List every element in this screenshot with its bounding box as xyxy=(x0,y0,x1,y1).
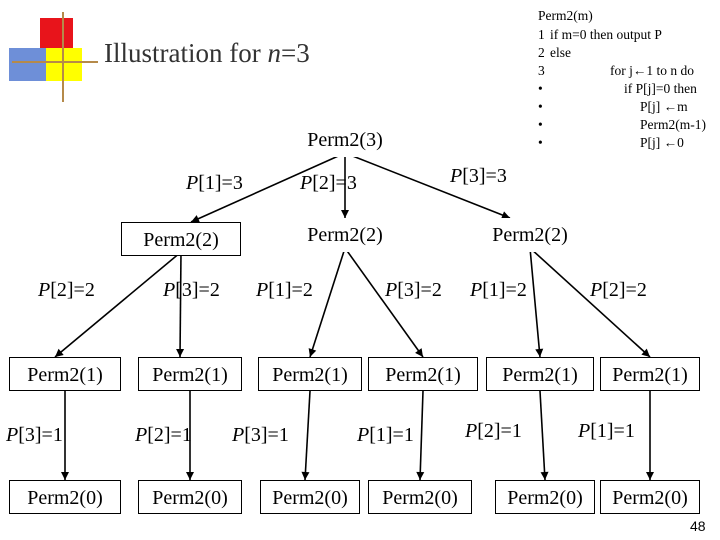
tree-node: Perm2(0) xyxy=(138,480,242,514)
arrow-head xyxy=(176,348,185,357)
tree-node: Perm2(0) xyxy=(600,480,700,514)
algorithm-line-text: if m=0 then output P xyxy=(550,27,662,42)
tree-edge xyxy=(529,247,541,358)
tree-edge xyxy=(179,251,182,358)
algorithm-line-number: • xyxy=(538,135,543,150)
algorithm-line: • Perm2(m-1) xyxy=(538,115,706,134)
algorithm-line: 2 else xyxy=(538,43,571,62)
tree-edge xyxy=(54,251,182,358)
arrow-head xyxy=(416,471,425,480)
edge-label: P[3]=1 xyxy=(232,424,289,446)
algorithm-line-text: P[j] ←m xyxy=(640,99,688,114)
tree-edge xyxy=(344,247,424,358)
title-var: n xyxy=(267,38,281,68)
arrow-head xyxy=(55,348,64,357)
algorithm-line-text: if P[j]=0 then xyxy=(624,81,697,96)
edge-label: P[3]=3 xyxy=(450,165,507,187)
tree-node: Perm2(3) xyxy=(295,123,395,157)
arrow-head xyxy=(535,348,544,357)
deco-vertical-line xyxy=(62,12,64,102)
edge-label: P[2]=1 xyxy=(135,424,192,446)
edge-label: P[3]=2 xyxy=(163,279,220,301)
arrow-head xyxy=(646,472,654,480)
page-number: 48 xyxy=(690,518,706,534)
tree-node: Perm2(1) xyxy=(368,357,478,391)
tree-node: Perm2(1) xyxy=(138,357,242,391)
arrow-head xyxy=(61,472,69,480)
deco-horizontal-line xyxy=(12,61,98,63)
algorithm-line: 1 if m=0 then output P xyxy=(538,25,662,44)
algorithm-line-number: • xyxy=(538,99,543,114)
slide-title: Illustration for n=3 xyxy=(104,38,310,69)
tree-edge xyxy=(309,247,346,358)
deco-blue-square xyxy=(9,48,46,81)
tree-node: Perm2(0) xyxy=(9,480,121,514)
edge-label: P[2]=2 xyxy=(590,279,647,301)
tree-edge xyxy=(419,390,424,481)
deco-yellow-square xyxy=(46,48,82,81)
arrow-head xyxy=(341,210,349,218)
edge-label: P[3]=2 xyxy=(385,279,442,301)
algorithm-line-number: • xyxy=(538,81,543,96)
tree-node: Perm2(1) xyxy=(486,357,594,391)
algorithm-line: • if P[j]=0 then xyxy=(538,79,697,98)
deco-red-square xyxy=(40,18,73,48)
tree-node: Perm2(2) xyxy=(480,218,580,252)
algorithm-line-text: else xyxy=(550,45,571,60)
edge-label: P[2]=1 xyxy=(465,420,522,442)
arrow-head xyxy=(501,211,510,219)
algorithm-line-text: Perm2(m-1) xyxy=(640,117,706,132)
algorithm-line-number: 3 xyxy=(538,63,545,78)
tree-node: Perm2(0) xyxy=(495,480,595,514)
edge-label: P[2]=3 xyxy=(300,172,357,194)
edge-label: P[1]=3 xyxy=(186,172,243,194)
title-text: Illustration for xyxy=(104,38,268,68)
edge-label: P[1]=2 xyxy=(470,279,527,301)
algorithm-line-text: P[j] ←0 xyxy=(640,135,684,150)
tree-node: Perm2(0) xyxy=(368,480,472,514)
edge-label: P[2]=2 xyxy=(38,279,95,301)
algorithm-line: 3 for j←1 to n do xyxy=(538,61,694,80)
algorithm-line-text: for j←1 to n do xyxy=(610,63,694,78)
arrow-head xyxy=(308,348,317,357)
algorithm-line-number: • xyxy=(538,117,543,132)
tree-node: Perm2(1) xyxy=(600,357,700,391)
edge-label: P[1]=1 xyxy=(578,420,635,442)
tree-edge xyxy=(190,152,346,223)
tree-edge xyxy=(304,390,311,481)
algorithm-line: • P[j] ←m xyxy=(538,97,688,116)
tree-edge xyxy=(344,152,511,219)
algorithm-line: • P[j] ←0 xyxy=(538,133,684,152)
tree-node: Perm2(1) xyxy=(258,357,362,391)
tree-node: Perm2(2) xyxy=(121,222,241,256)
arrow-head xyxy=(301,471,310,480)
tree-node: Perm2(2) xyxy=(295,218,395,252)
algorithm-header: Perm2(m) xyxy=(538,8,593,23)
algorithm-line-number: 1 xyxy=(538,27,545,42)
algorithm-line-number: 2 xyxy=(538,45,545,60)
tree-node: Perm2(1) xyxy=(9,357,121,391)
tree-edge xyxy=(539,390,546,481)
arrow-head xyxy=(191,215,200,223)
tree-edge xyxy=(529,247,651,358)
edge-label: P[3]=1 xyxy=(6,424,63,446)
arrow-head xyxy=(641,348,650,357)
arrow-head xyxy=(415,348,423,357)
arrow-head xyxy=(186,472,194,480)
edge-label: P[1]=2 xyxy=(256,279,313,301)
edge-label: P[1]=1 xyxy=(357,424,414,446)
title-eq: =3 xyxy=(280,38,310,68)
tree-node: Perm2(0) xyxy=(260,480,360,514)
arrow-head xyxy=(540,471,549,480)
